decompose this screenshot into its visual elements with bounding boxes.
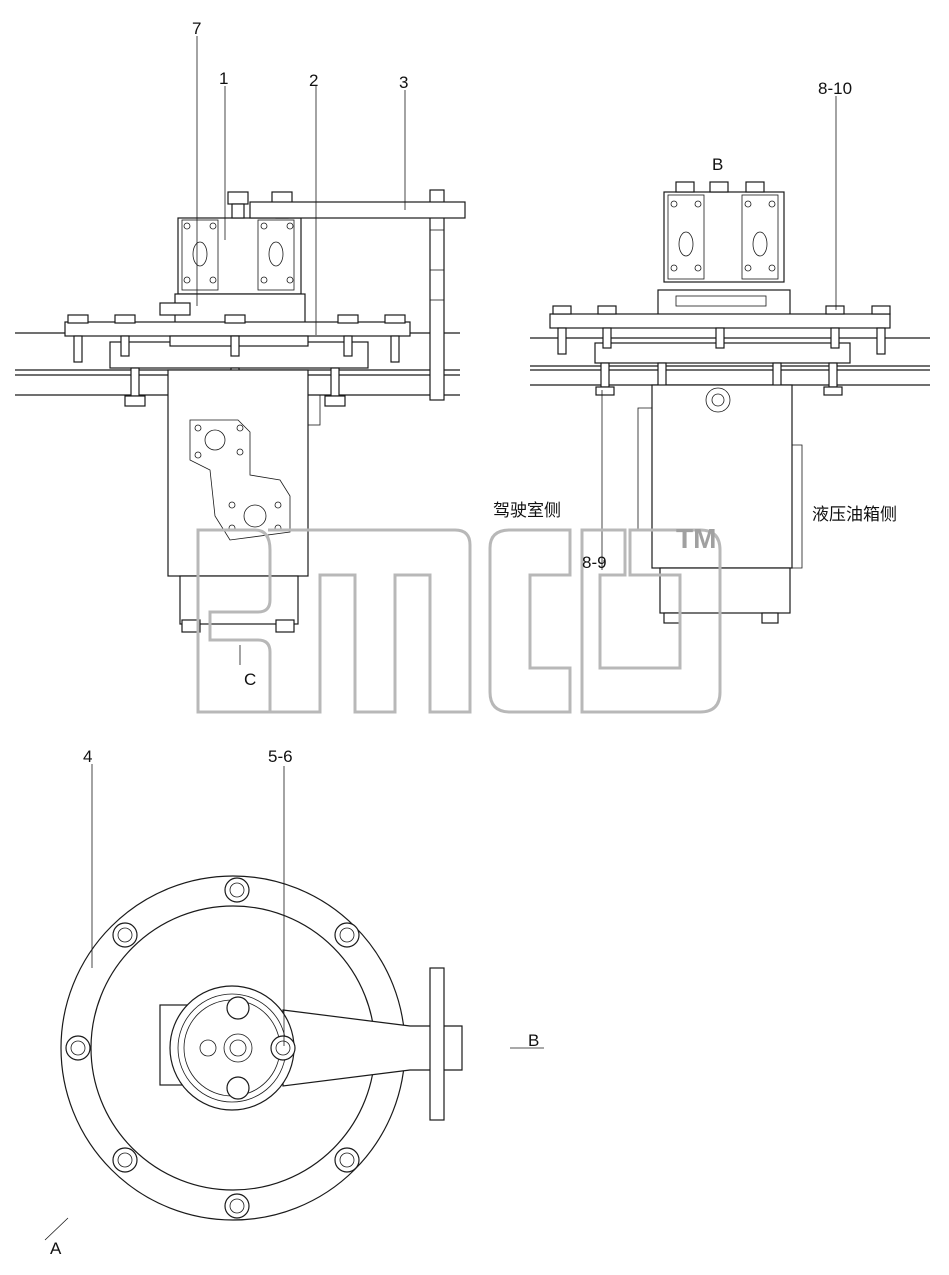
label-part-3: 3 xyxy=(399,73,408,92)
label-tank-side: 液压油箱侧 xyxy=(812,505,897,525)
leader-lines xyxy=(44,36,837,1241)
label-part-7: 7 xyxy=(192,19,201,38)
label-view-b-top: B xyxy=(712,155,723,174)
callout-labels: 7 1 2 3 8-10 B 8-9 C 4 5-6 B A 驾驶室侧 液压油箱… xyxy=(50,19,897,1258)
front-view-left xyxy=(15,189,466,665)
label-part-2: 2 xyxy=(309,71,318,90)
trademark-text: TM xyxy=(676,523,716,554)
label-view-a: A xyxy=(50,1239,62,1258)
label-part-8-9: 8-9 xyxy=(582,553,607,572)
side-view-right xyxy=(530,181,930,624)
label-part-1: 1 xyxy=(219,69,228,88)
label-view-b-side: B xyxy=(528,1031,539,1050)
label-cab-side: 驾驶室侧 xyxy=(493,501,561,521)
label-view-c: C xyxy=(244,670,256,689)
label-part-5-6: 5-6 xyxy=(268,747,293,766)
top-view-bottom xyxy=(60,875,463,1221)
label-part-4: 4 xyxy=(83,747,92,766)
watermark-logo: TM xyxy=(196,523,722,714)
label-part-8-10: 8-10 xyxy=(818,79,852,98)
